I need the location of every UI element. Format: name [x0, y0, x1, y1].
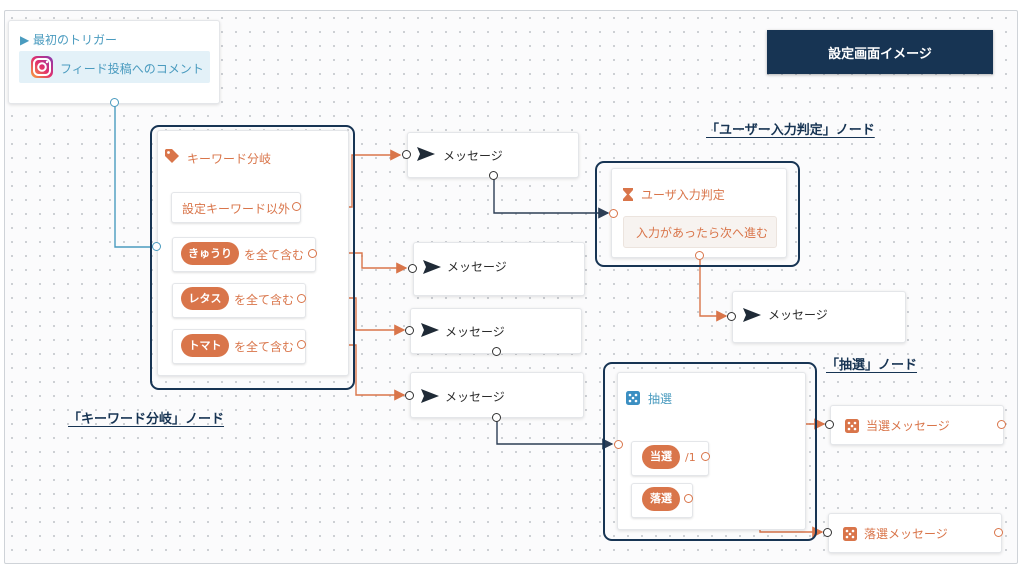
lose-message-output-port[interactable] [994, 528, 1003, 537]
message-input-port[interactable] [402, 150, 411, 159]
message-node[interactable] [407, 132, 579, 178]
keyword-condition-text: を全て含む [234, 340, 295, 354]
trigger-item-label: フィード投稿へのコメント [60, 62, 204, 76]
message-input-port[interactable] [405, 391, 414, 400]
win-message-output-port[interactable] [997, 420, 1006, 429]
lottery-input-port[interactable] [614, 440, 623, 449]
dice-icon [626, 390, 640, 409]
trigger-header: ▶ 最初のトリガー [20, 33, 118, 47]
message-node[interactable] [410, 308, 582, 354]
send-icon [743, 307, 761, 326]
dice-icon [845, 418, 859, 437]
user-input-caption: 「ユーザー入力判定」ノード [706, 123, 875, 138]
win-pill: 当選 [642, 445, 680, 469]
keyword-input-port[interactable] [152, 242, 161, 251]
message-input-port[interactable] [727, 312, 736, 321]
send-icon [421, 388, 439, 407]
user-input-title: ユーザ入力判定 [641, 188, 725, 202]
win-message-input-port[interactable] [825, 420, 834, 429]
trigger-header-label: 最初のトリガー [33, 33, 118, 47]
message-label: メッセージ [445, 390, 505, 404]
keyword-pill: レタス [181, 287, 229, 310]
trigger-output-port[interactable] [110, 98, 119, 107]
message-label: メッセージ [768, 308, 828, 322]
win-ratio: /1 [685, 451, 696, 464]
keyword-branch-title: キーワード分岐 [187, 152, 272, 166]
send-icon [421, 322, 439, 341]
tag-icon [164, 148, 180, 168]
message-node[interactable] [413, 242, 585, 296]
win-output-port[interactable] [701, 452, 710, 461]
lose-message-input-port[interactable] [823, 528, 832, 537]
user-input-condition [623, 216, 777, 248]
keyword-pill: トマト [181, 334, 229, 357]
message-input-port[interactable] [408, 264, 417, 273]
lose-output-port[interactable] [684, 494, 693, 503]
message-label: メッセージ [447, 260, 507, 274]
send-icon [423, 259, 441, 278]
send-icon [417, 146, 435, 165]
user-input-input-port[interactable] [609, 209, 618, 218]
keyword-default-label: 設定キーワード以外 [182, 202, 291, 216]
keyword-default-row[interactable] [171, 192, 301, 223]
user-input-output-port[interactable] [695, 251, 704, 260]
lottery-caption: 「抽選」ノード [826, 358, 918, 373]
keyword-condition-port[interactable] [308, 249, 317, 258]
lottery-title: 抽選 [648, 392, 673, 406]
dice-icon [843, 526, 857, 545]
keyword-condition-text: を全て含む [244, 248, 305, 262]
keyword-default-port[interactable] [292, 202, 301, 211]
lose-message-label: 落選メッセージ [864, 527, 948, 541]
lose-pill: 落選 [642, 487, 680, 511]
message-label: メッセージ [445, 325, 505, 339]
instagram-icon [30, 55, 54, 79]
win-message-label: 当選メッセージ [866, 419, 950, 433]
keyword-condition-port[interactable] [297, 340, 306, 349]
settings-image-title: 設定画面イメージ [767, 30, 993, 74]
user-input-condition-label: 入力があったら次へ進む [636, 226, 769, 240]
keyword-condition-text: を全て含む [234, 293, 295, 307]
keyword-condition-port[interactable] [297, 294, 306, 303]
keyword-pill: きゅうり [181, 242, 239, 265]
message-output-port[interactable] [489, 171, 498, 180]
hourglass-icon [623, 186, 633, 205]
message-input-port[interactable] [405, 326, 414, 335]
keyword-branch-caption: 「キーワード分岐」ノード [68, 412, 225, 427]
lose-message-node[interactable] [828, 513, 1002, 553]
message-output-port[interactable] [492, 413, 501, 422]
message-output-port[interactable] [492, 347, 501, 356]
message-label: メッセージ [443, 149, 503, 163]
